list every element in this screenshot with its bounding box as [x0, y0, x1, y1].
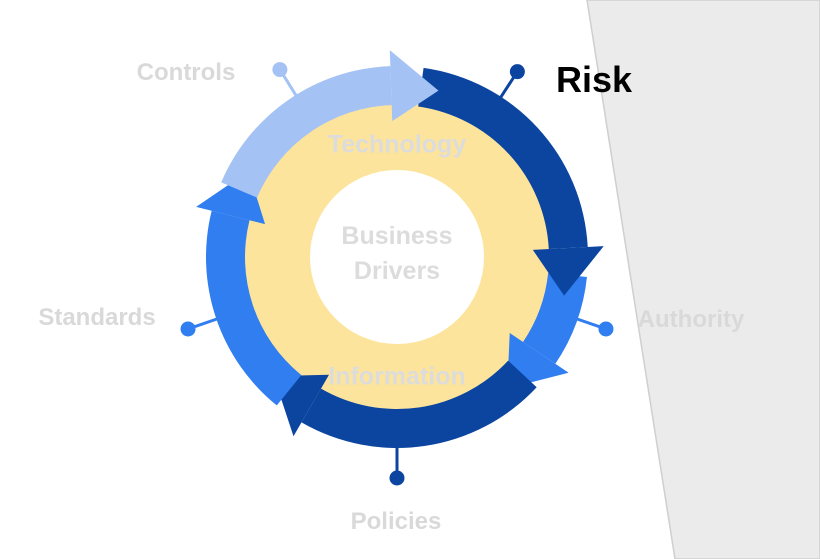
- arrowhead: [389, 50, 439, 122]
- label-authority[interactable]: Authority: [637, 306, 745, 333]
- center-label: Business Drivers: [341, 219, 452, 289]
- label-policies[interactable]: Policies: [350, 508, 442, 535]
- pin-controls: [272, 62, 300, 100]
- label-risk[interactable]: Risk: [555, 59, 633, 100]
- pin-policies: [389, 444, 405, 486]
- center-label-line1: Business: [341, 222, 453, 250]
- pin-authority: [573, 316, 614, 337]
- arrowhead: [532, 246, 604, 296]
- center-label-line2: Drivers: [353, 257, 441, 285]
- label-standards[interactable]: Standards: [38, 304, 156, 331]
- arrow-controls-to-risk: [221, 50, 439, 198]
- background-panel: [586, 0, 820, 559]
- center-circle: [310, 170, 484, 344]
- label-technology: Technology: [327, 130, 467, 159]
- pin-standards: [180, 316, 221, 337]
- pin-risk: [497, 64, 525, 101]
- label-information: Information: [328, 362, 466, 391]
- label-controls[interactable]: Controls: [136, 59, 236, 86]
- arrow-risk-to-authority: [418, 67, 604, 296]
